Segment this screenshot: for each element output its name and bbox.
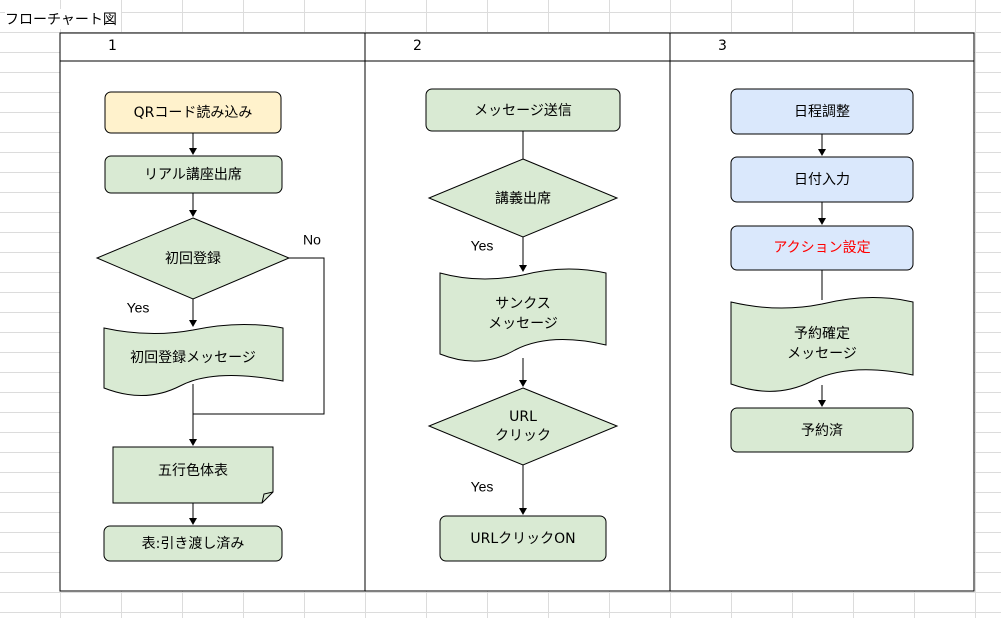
node-qr-read-label: QRコード読み込み	[134, 104, 253, 121]
node-action-set: アクション設定	[730, 225, 914, 271]
node-handover-label: 表:引き渡し済み	[142, 536, 245, 552]
doc-confirm-line1: 予約確定	[794, 326, 850, 342]
doc-confirm-line2: メッセージ	[787, 346, 857, 362]
column-header-2: 2	[413, 38, 422, 54]
doc-confirm-msg: 予約確定 メッセージ	[730, 297, 914, 392]
node-handover: 表:引き渡し済み	[103, 525, 283, 562]
node-gogyo-label: 五行色体表	[158, 462, 228, 479]
label-yes-url: Yes	[471, 479, 494, 495]
lane-1: QRコード読み込み リアル講座出席 初回登録 No Yes 初回登録メッセージ …	[95, 91, 325, 562]
node-qr-read: QRコード読み込み	[104, 91, 282, 134]
decision-lecture-attend-label: 講義出席	[495, 190, 551, 207]
doc-first-msg-label: 初回登録メッセージ	[130, 349, 256, 366]
decision-url-click: URL クリック	[427, 387, 619, 466]
node-schedule-label: 日程調整	[794, 104, 850, 120]
node-reserved-label: 予約済	[801, 423, 843, 439]
node-date-input-label: 日付入力	[794, 172, 850, 188]
node-date-input: 日付入力	[730, 156, 914, 203]
node-schedule: 日程調整	[730, 88, 914, 135]
node-attend: リアル講座出席	[104, 155, 283, 194]
node-gogyo-table: 五行色体表	[112, 446, 274, 504]
doc-thanks-msg: サンクス メッセージ	[439, 268, 607, 362]
node-attend-label: リアル講座出席	[144, 167, 242, 183]
sheet-title: フローチャート図	[5, 9, 121, 29]
node-url-on-label: URLクリックON	[470, 531, 575, 547]
label-no: No	[303, 232, 321, 248]
edge-first-reg-no	[193, 257, 325, 415]
decision-url-line2: クリック	[495, 428, 551, 444]
lane-2: メッセージ送信 講義出席 Yes サンクス メッセージ URL クリック Yes…	[425, 88, 621, 562]
lane-3: 日程調整 日付入力 アクション設定 予約確定 メッセージ 予約済	[730, 88, 914, 453]
decision-first-reg: 初回登録	[95, 217, 291, 300]
column-header-3: 3	[718, 38, 727, 54]
decision-lecture-attend: 講義出席	[427, 158, 619, 238]
node-send-msg: メッセージ送信	[425, 88, 621, 132]
decision-first-reg-label: 初回登録	[165, 250, 221, 267]
column-header-1: 1	[108, 38, 117, 54]
doc-thanks-line2: メッセージ	[488, 316, 558, 332]
node-url-on: URLクリックON	[439, 515, 607, 562]
node-reserved: 予約済	[730, 407, 914, 453]
label-yes: Yes	[127, 300, 150, 316]
label-yes-lecture: Yes	[471, 238, 494, 254]
decision-url-line1: URL	[509, 409, 537, 425]
node-action-set-label: アクション設定	[773, 240, 870, 256]
doc-thanks-line1: サンクス	[495, 296, 551, 312]
node-send-msg-label: メッセージ送信	[474, 103, 572, 119]
doc-first-msg: 初回登録メッセージ	[103, 323, 284, 397]
